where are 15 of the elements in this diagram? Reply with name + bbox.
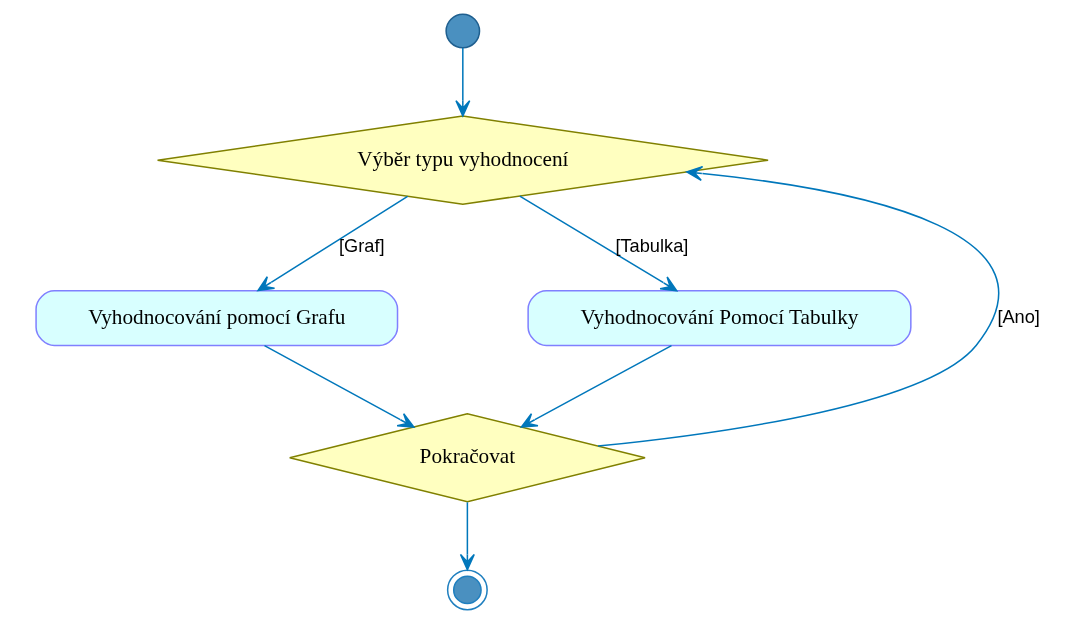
arrow — [263, 344, 414, 428]
node-box: Vyhodnocování pomocí Grafu — [34, 290, 398, 347]
arrow — [459, 501, 475, 571]
node-box: Vyhodnocování Pomocí Tabulky — [526, 290, 912, 347]
arrow — [256, 195, 408, 292]
arrow — [596, 165, 999, 447]
edge-label: [Tabulka] — [614, 236, 688, 257]
arrow — [520, 344, 672, 428]
node-bullseye — [446, 569, 488, 611]
arrow — [454, 47, 470, 117]
arrow — [518, 195, 677, 292]
node-circle — [444, 13, 480, 49]
node-diamond: Výběr typu vyhodnocení — [156, 115, 769, 205]
edge-label: [Ano] — [996, 306, 1040, 327]
edge-label: [Graf] — [338, 236, 385, 257]
